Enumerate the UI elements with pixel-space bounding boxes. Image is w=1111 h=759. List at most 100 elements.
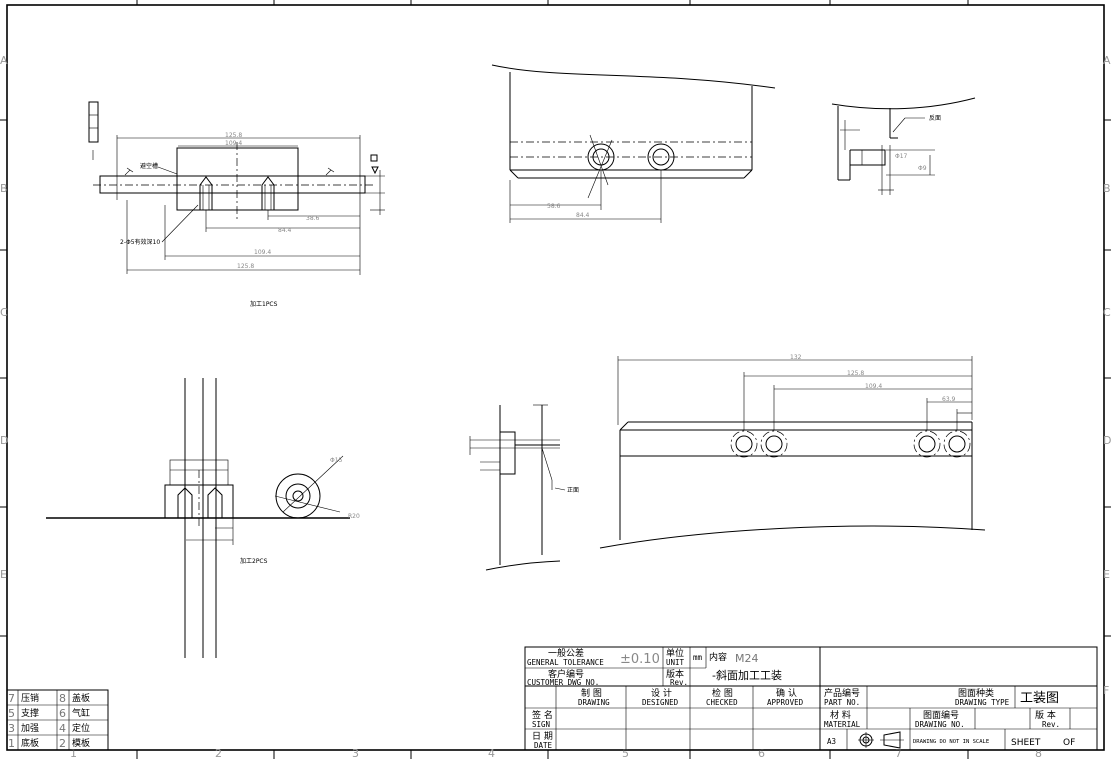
date-cn: 日 期	[532, 731, 553, 742]
drawing-type-value: 工装图	[1020, 691, 1059, 706]
bom-name: 加强	[21, 723, 39, 734]
rev-en: Rev.	[670, 678, 688, 687]
material-en: MATERIAL	[824, 720, 861, 729]
view-1-part: 125.8 109.4 38.6 84.4 109.4 125.8 避空槽 2-…	[88, 101, 385, 308]
view1-note-slot: 避空槽	[140, 162, 158, 170]
sign-en: SIGN	[532, 720, 550, 729]
content-cn: 内容	[709, 651, 727, 663]
view5-dim-1: 132	[790, 354, 802, 361]
bom-no: 3	[8, 722, 15, 735]
sign-cn: 签 名	[532, 709, 553, 721]
view2-caption: 加工2PCS	[240, 557, 268, 565]
zone-col-4: 4	[488, 747, 495, 759]
approved-cn: 确 认	[776, 687, 797, 699]
bom-row: 1 底板 2 模板	[8, 737, 90, 750]
title-block: 一般公差 GENERAL TOLERANCE ±0.10 单位 UNIT mm …	[524, 646, 1098, 751]
view1-dim-2: 109.4	[225, 140, 242, 147]
zone-row-c: C	[0, 306, 8, 319]
zone-row-e-right: E	[1103, 568, 1110, 581]
view1-dim-3: 38.6	[306, 215, 320, 222]
unit-value: mm	[693, 653, 703, 662]
bom-no: 2	[59, 737, 66, 750]
tolerance-value: ±0.10	[620, 652, 660, 667]
drawing-no-en: DRAWING NO.	[915, 720, 965, 729]
of-label: OF	[1063, 738, 1075, 748]
zone-col-5: 5	[622, 747, 629, 759]
bom-no: 7	[8, 692, 15, 705]
bom-no: 1	[8, 737, 15, 750]
bom-row: 5 支撑 6 气缸	[8, 707, 90, 720]
content-value: M24	[735, 652, 759, 665]
bom-table: 7 压销 8 盖板 5 支撑 6 气缸 3 加强 4 定位 1 底板 2 模板	[6, 689, 109, 751]
side-dim-2: Φ9	[918, 165, 927, 172]
view1-note-holes: 2-Φ5有效深10	[120, 238, 160, 246]
zone-row-d-right: D	[1103, 434, 1111, 447]
zone-row-e: E	[0, 568, 7, 581]
zone-row-f-right: F	[1103, 684, 1109, 697]
designed-cn: 设 计	[651, 687, 672, 699]
view1-caption: 加工1PCS	[250, 300, 278, 308]
material-cn: 材 料	[830, 709, 851, 721]
bom-no: 5	[8, 707, 15, 720]
drawing-no-cn: 图面编号	[923, 709, 959, 721]
zone-col-1: 1	[70, 747, 77, 759]
side-note-bottom: 正面	[567, 487, 579, 494]
view1-dim-6: 125.8	[237, 263, 254, 270]
drawing-type-en: DRAWING TYPE	[955, 698, 1010, 707]
rev-cn: 版本	[666, 668, 684, 680]
view-5-plate: 132 125.8 109.4 63.9	[599, 354, 986, 549]
general-tolerance-en: GENERAL TOLERANCE	[527, 658, 604, 667]
unit-en: UNIT	[666, 658, 685, 667]
bom-no: 8	[59, 692, 66, 705]
bom-name: 盖板	[72, 692, 90, 704]
zone-col-7: 7	[895, 747, 902, 759]
view2-dim-1: Φ15	[330, 457, 343, 464]
not-in-scale: DRAWING DO NOT IN SCALE	[913, 739, 989, 745]
drawing-en: DRAWING	[578, 698, 610, 707]
zone-row-b-right: B	[1103, 182, 1111, 195]
zone-col-8: 8	[1035, 747, 1042, 759]
paper-size: A3	[827, 737, 836, 746]
bom-row: 3 加强 4 定位	[8, 722, 90, 735]
bom-no: 6	[59, 707, 66, 720]
general-tolerance-cn: 一般公差	[548, 647, 584, 659]
checked-cn: 检 图	[712, 687, 733, 699]
drawing-type-cn: 图面种类	[958, 687, 994, 699]
customer-dwg-en: CUSTOMER DWG NO.	[527, 678, 599, 687]
zone-col-2: 2	[215, 747, 222, 759]
bom-name: 压销	[21, 692, 39, 704]
view3-dim-2: 84.4	[576, 212, 590, 219]
zone-col-3: 3	[352, 747, 359, 759]
zone-row-a: A	[0, 54, 8, 67]
checked-en: CHECKED	[706, 698, 738, 707]
approved-en: APPROVED	[767, 698, 804, 707]
view-6-detail-front: 正面	[469, 404, 579, 571]
bom-name: 支撑	[21, 707, 39, 719]
zone-row-c-right: C	[1103, 306, 1111, 319]
view1-dim-4: 84.4	[278, 227, 292, 234]
drawing-cn: 制 图	[581, 687, 602, 699]
rev2-cn: 版 本	[1035, 709, 1056, 721]
part-no-cn: 产品编号	[824, 687, 860, 699]
zone-row-d: D	[0, 434, 8, 447]
sheet-label: SHEET	[1011, 738, 1041, 748]
zone-col-6: 6	[758, 747, 765, 759]
designed-en: DESIGNED	[642, 698, 679, 707]
bom-no: 4	[59, 722, 66, 735]
part-no-en: PART NO.	[824, 698, 860, 707]
view2-dim-2: R20	[348, 513, 360, 520]
bom-name: 模板	[72, 737, 90, 749]
date-en: DATE	[534, 741, 553, 750]
rev2-en: Rev.	[1042, 720, 1060, 729]
content-desc: -斜面加工工装	[712, 669, 782, 682]
bom-name: 底板	[21, 737, 39, 749]
bom-name: 定位	[72, 722, 90, 734]
zone-row-a-right: A	[1103, 54, 1111, 67]
view5-dim-2: 125.8	[847, 370, 864, 377]
view-2-part: Φ15 R20 加工2PCS	[46, 378, 360, 658]
view1-dim-1: 125.8	[225, 132, 242, 139]
side-note-top: 反面	[929, 114, 941, 122]
